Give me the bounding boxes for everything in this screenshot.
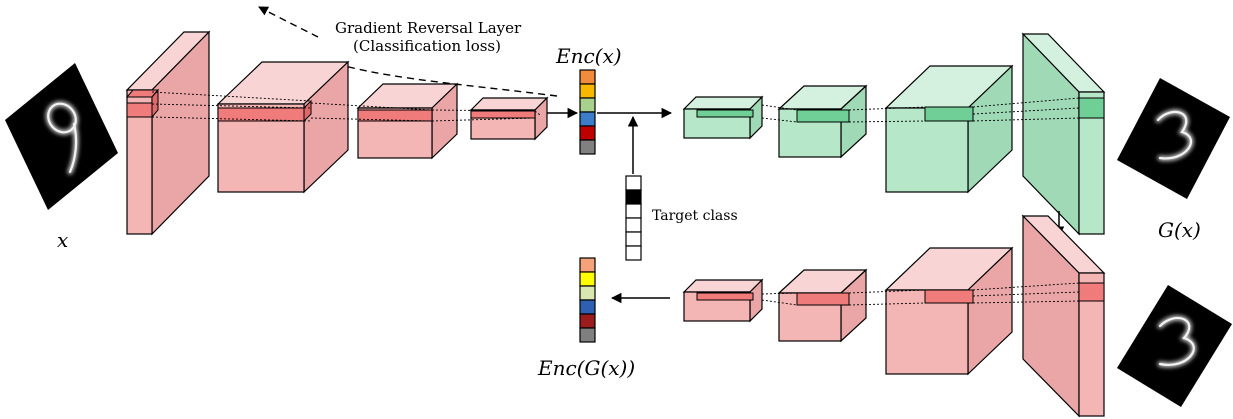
target-class-vector bbox=[625, 175, 642, 261]
generator-layer-3 bbox=[884, 64, 1014, 194]
reencoder-layer-1 bbox=[1021, 214, 1106, 418]
enc-g-x-cell-3 bbox=[579, 285, 596, 301]
generator-network bbox=[682, 32, 1106, 236]
enc-g-x-cell-1 bbox=[579, 257, 596, 273]
target-class-cell-2 bbox=[625, 189, 642, 205]
enc-x-cell-5 bbox=[579, 125, 596, 141]
target-class-cell-6 bbox=[625, 245, 642, 261]
generator-layer-4 bbox=[1021, 32, 1106, 236]
enc-g-x-code-vector bbox=[579, 257, 596, 343]
encoder-layer-1 bbox=[125, 30, 211, 236]
enc-g-x-cell-6 bbox=[579, 327, 596, 343]
enc-x-cell-6 bbox=[579, 139, 596, 155]
generated-digit-image-top bbox=[1117, 78, 1230, 199]
reencoder-layer-2 bbox=[884, 246, 1014, 376]
enc-x-cell-3 bbox=[579, 97, 596, 113]
generator-layer-1 bbox=[682, 95, 764, 140]
enc-x-cell-2 bbox=[579, 83, 596, 99]
generator-layer-2 bbox=[777, 84, 868, 159]
target-class-cell-5 bbox=[625, 231, 642, 247]
enc-g-x-label: Enc(G(x)) bbox=[538, 356, 636, 380]
enc-g-x-cell-5 bbox=[579, 313, 596, 329]
gradient-reversal-arrow bbox=[259, 7, 558, 97]
target-class-cell-3 bbox=[625, 203, 642, 219]
generated-digit-image-bottom bbox=[1117, 285, 1232, 407]
target-class-cell-1 bbox=[625, 175, 642, 191]
enc-g-x-cell-4 bbox=[579, 299, 596, 315]
target-class-label: Target class bbox=[652, 208, 738, 224]
enc-g-x-cell-2 bbox=[579, 271, 596, 287]
encoder-layer-3 bbox=[356, 82, 459, 160]
enc-x-cell-1 bbox=[579, 69, 596, 85]
target-class-cell-4 bbox=[625, 217, 642, 233]
gradient-reversal-label-line2: (Classification loss) bbox=[353, 37, 501, 55]
reencoder-layer-3 bbox=[777, 268, 868, 343]
g-x-label: G(x) bbox=[1158, 218, 1201, 242]
encoder-layer-2 bbox=[216, 60, 350, 194]
input-digit-image bbox=[5, 63, 118, 210]
reencoder-network bbox=[682, 214, 1106, 418]
enc-x-cell-4 bbox=[579, 111, 596, 127]
encoder-network bbox=[125, 30, 549, 236]
enc-x-code-vector bbox=[579, 69, 596, 155]
enc-x-label: Enc(x) bbox=[556, 44, 622, 68]
input-x-label: x bbox=[57, 228, 69, 252]
encoder-layer-4 bbox=[469, 96, 549, 141]
reencoder-layer-4 bbox=[682, 278, 764, 323]
gradient-reversal-label-line1: Gradient Reversal Layer bbox=[335, 19, 522, 37]
